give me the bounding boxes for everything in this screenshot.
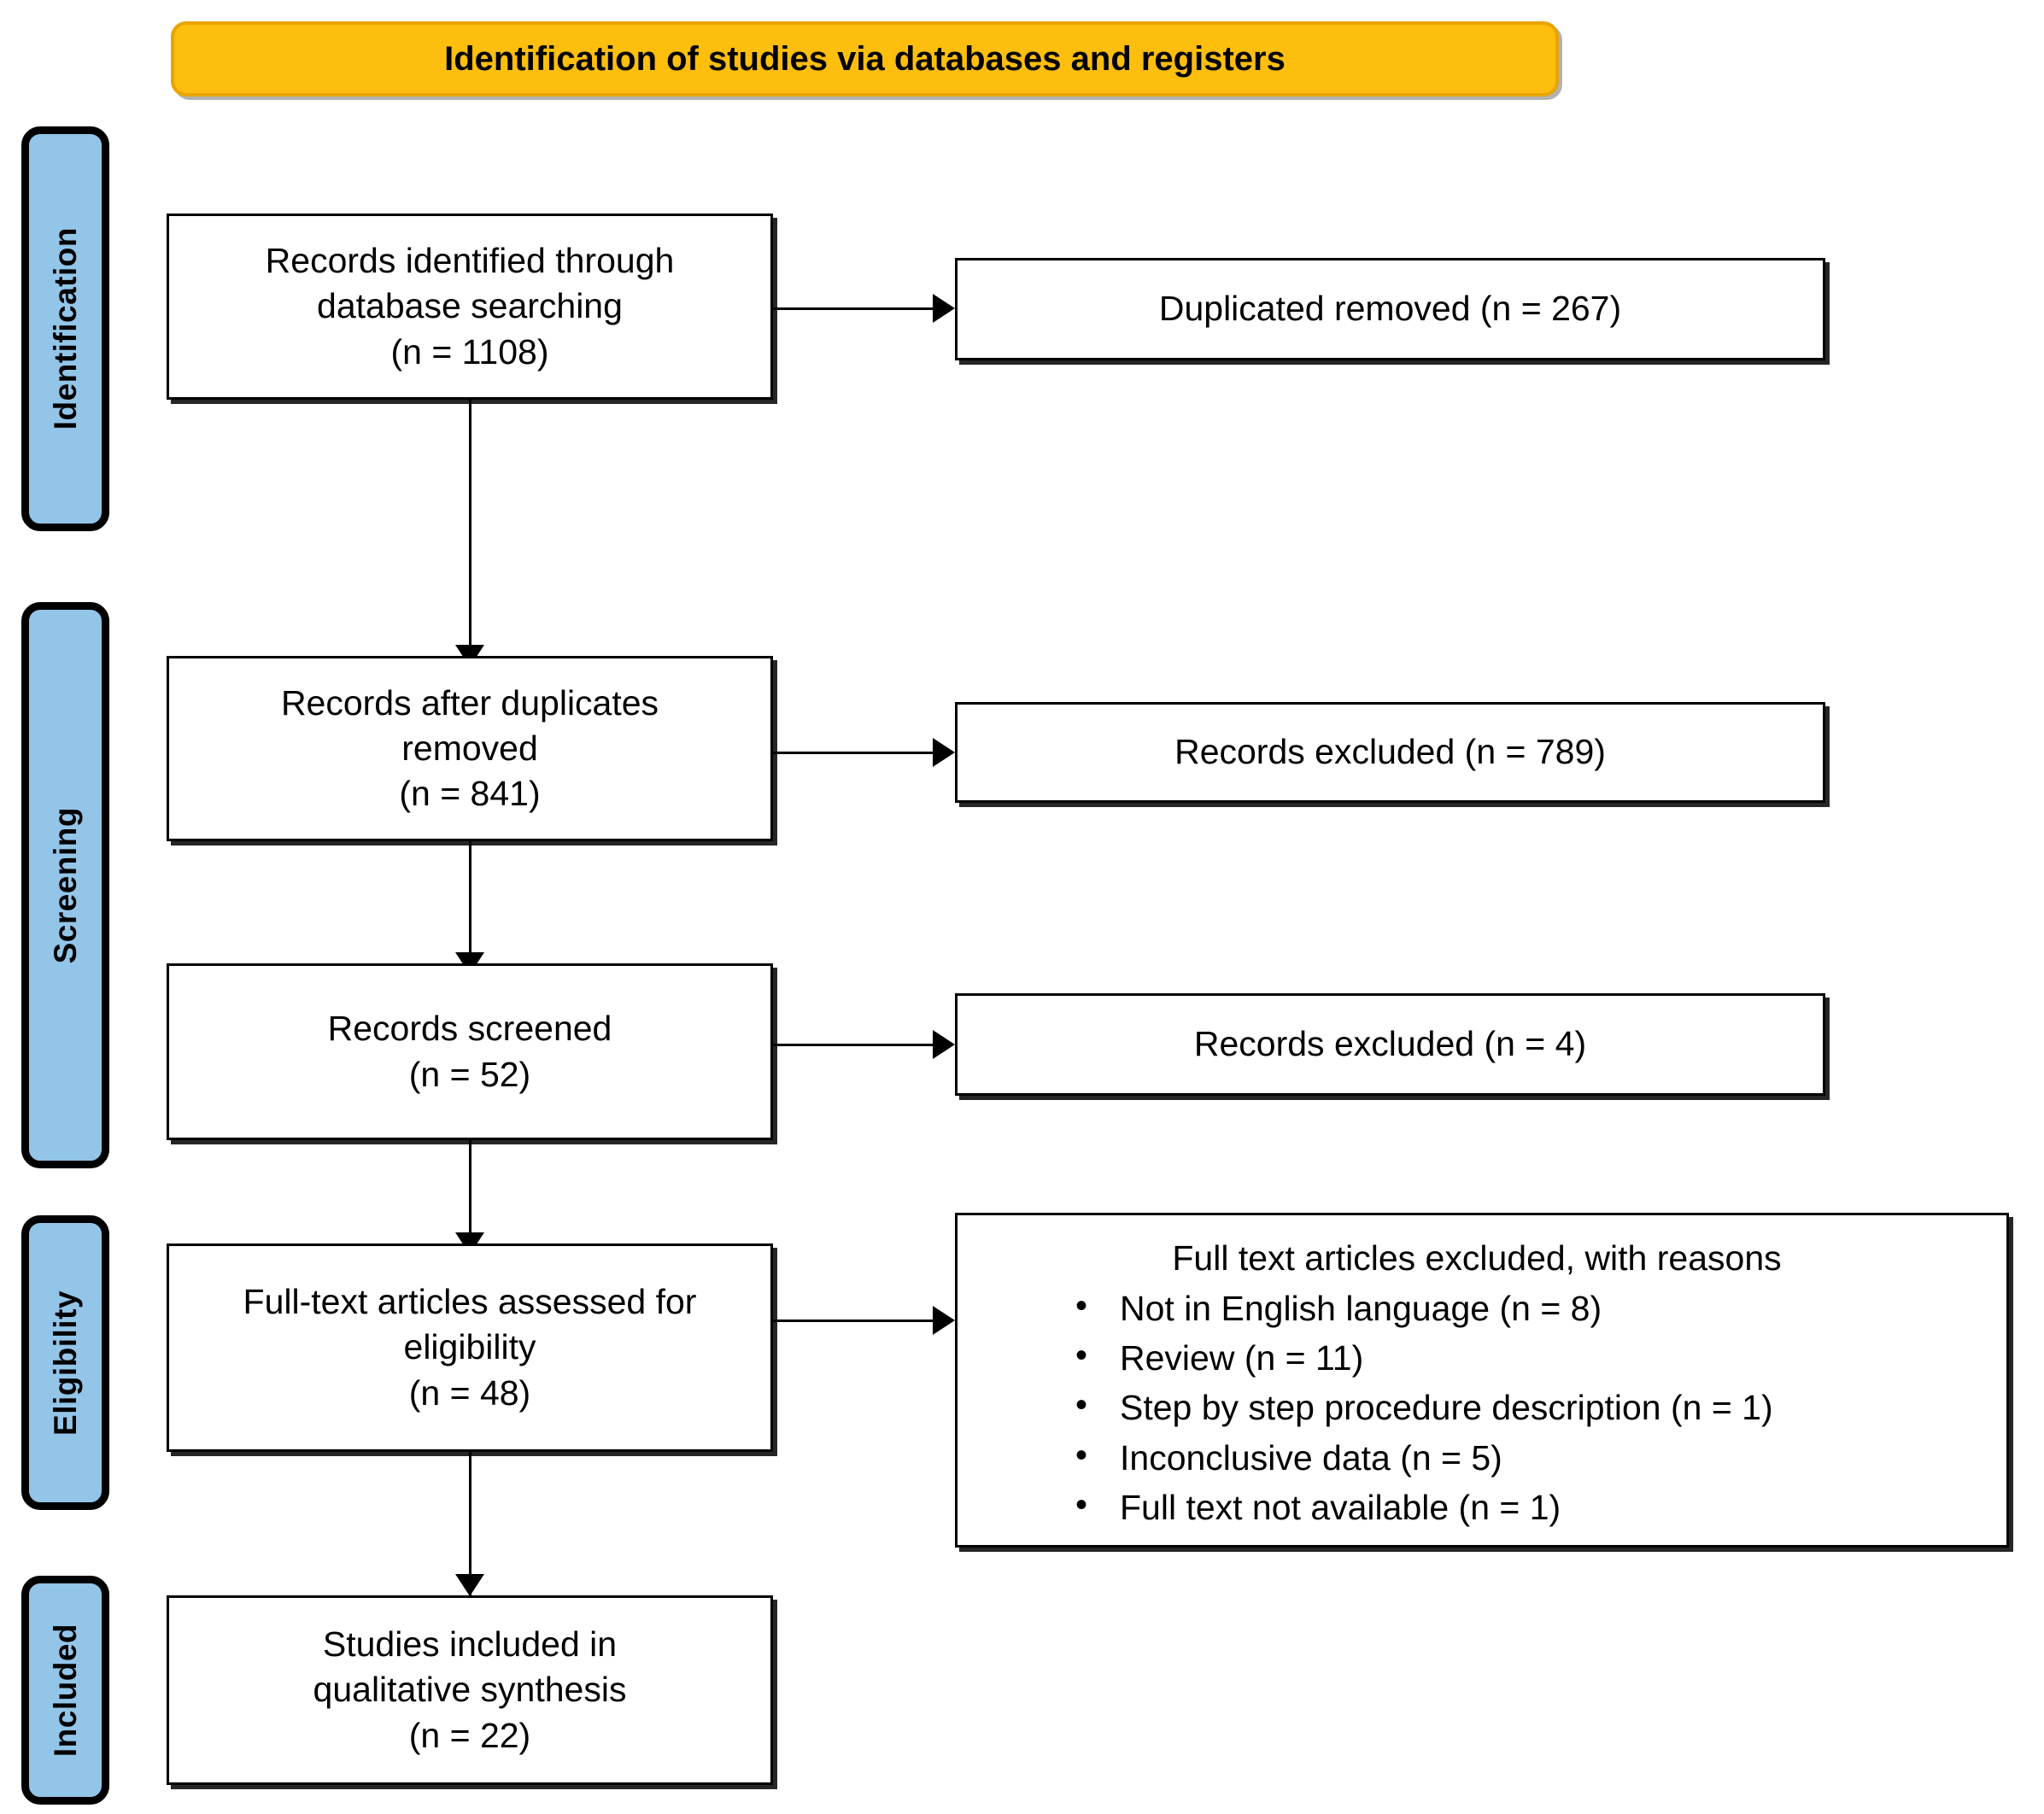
node-records-excluded-4: Records excluded (n = 4) <box>955 993 1825 1096</box>
arrowhead-duplicates <box>933 294 955 323</box>
node-records-screened-text: Records screened (n = 52) <box>327 1009 612 1094</box>
stage-bar-included: Included <box>21 1576 109 1805</box>
fulltext-excluded-title: Full text articles excluded, with reason… <box>1172 1238 1782 1278</box>
stage-label-screening: Screening <box>47 806 83 964</box>
diagram-title: Identification of studies via databases … <box>444 39 1286 78</box>
node-records-after-duplicates-text: Records after duplicates removed (n = 84… <box>280 682 659 814</box>
stage-bar-eligibility: Eligibility <box>21 1215 109 1510</box>
node-records-excluded-789-text: Records excluded (n = 789) <box>1174 732 1606 772</box>
list-item: Inconclusive data (n = 5) <box>1075 1431 1998 1483</box>
stage-label-identification: Identification <box>47 227 83 430</box>
node-studies-included-text: Studies included in qualitative synthesi… <box>313 1624 627 1755</box>
stage-label-included: Included <box>47 1623 83 1758</box>
list-item: Review (n = 11) <box>1075 1331 1998 1383</box>
connector-after-duplicates-to-excluded <box>773 752 933 754</box>
node-duplicates-removed-text: Duplicated removed (n = 267) <box>1158 289 1622 329</box>
node-fulltext-assessed-text: Full-text articles assessed for eligibil… <box>243 1282 697 1413</box>
arrowhead-excluded-4 <box>933 1030 955 1059</box>
list-item: Not in English language (n = 8) <box>1075 1282 1998 1333</box>
node-fulltext-assessed: Full-text articles assessed for eligibil… <box>167 1243 773 1452</box>
node-records-excluded-789: Records excluded (n = 789) <box>955 702 1825 803</box>
fulltext-excluded-reasons: Full text articles excluded, with reason… <box>958 1220 2006 1541</box>
connector-after-duplicates-to-screened <box>469 841 471 961</box>
node-records-after-duplicates: Records after duplicates removed (n = 84… <box>167 656 773 841</box>
connector-fulltext-to-excluded <box>773 1320 933 1322</box>
list-item: Step by step procedure description (n = … <box>1075 1381 1998 1432</box>
stage-bar-identification: Identification <box>21 126 109 531</box>
node-duplicates-removed: Duplicated removed (n = 267) <box>955 258 1825 360</box>
connector-screened-to-excluded <box>773 1044 933 1046</box>
fulltext-excluded-reason-list: Not in English language (n = 8) Review (… <box>981 1282 1998 1532</box>
arrowhead-excluded-789 <box>933 738 955 767</box>
arrowhead-included <box>455 1574 484 1596</box>
connector-identified-to-after-duplicates <box>469 400 471 652</box>
stage-bar-screening: Screening <box>21 602 109 1168</box>
arrowhead-fulltext-excluded <box>933 1306 955 1335</box>
node-records-screened: Records screened (n = 52) <box>167 963 773 1140</box>
node-records-identified-text: Records identified through database sear… <box>265 241 675 372</box>
stage-label-eligibility: Eligibility <box>47 1290 83 1436</box>
list-item: Full text not available (n = 1) <box>1075 1481 1998 1532</box>
connector-screened-to-fulltext <box>469 1140 471 1273</box>
connector-fulltext-to-included <box>469 1452 471 1601</box>
node-records-identified: Records identified through database sear… <box>167 214 773 400</box>
connector-identified-to-duplicates <box>773 307 933 310</box>
node-studies-included: Studies included in qualitative synthesi… <box>167 1595 773 1785</box>
node-fulltext-excluded: Full text articles excluded, with reason… <box>955 1213 2009 1548</box>
node-records-excluded-4-text: Records excluded (n = 4) <box>1193 1024 1587 1064</box>
diagram-header-banner: Identification of studies via databases … <box>171 21 1559 97</box>
